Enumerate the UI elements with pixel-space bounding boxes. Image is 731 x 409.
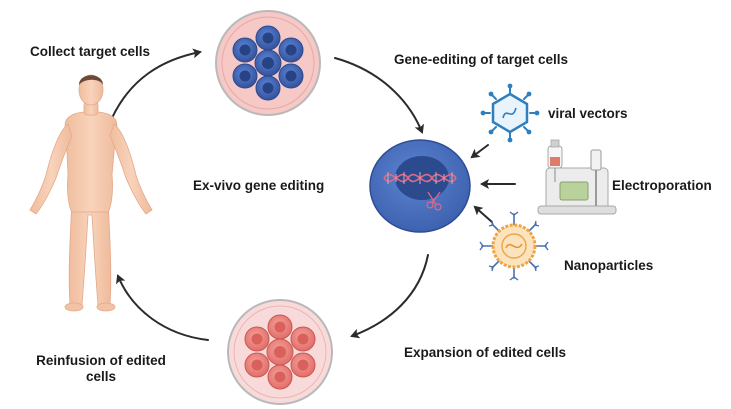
electroporation-device-icon — [537, 139, 617, 215]
arrow-virus-to-cell — [470, 144, 489, 159]
label-ex-vivo: Ex-vivo gene editing — [193, 178, 325, 193]
hair-icon — [79, 75, 103, 85]
label-expansion: Expansion of edited cells — [404, 345, 567, 360]
label-electroporation: Electroporation — [612, 178, 712, 193]
cell-with-dna-icon — [369, 139, 471, 233]
scissors-icon — [426, 191, 442, 211]
label-nanoparticles: Nanoparticles — [564, 258, 654, 273]
cycle-arrows — [111, 48, 516, 341]
label-viral-vectors: viral vectors — [548, 106, 628, 121]
label-gene-editing: Gene-editing of target cells — [394, 52, 569, 67]
arrow-nanoparticle-to-cell — [473, 205, 493, 223]
nanoparticle-icon — [479, 211, 549, 281]
arrow-collect-to-dish — [111, 48, 202, 119]
arrow-dish-to-editing — [334, 57, 424, 134]
virus-icon — [480, 83, 540, 143]
arrow-expansion-to-body — [116, 274, 209, 341]
arrow-editing-to-expansion — [350, 254, 429, 339]
label-collect-target-cells: Collect target cells — [30, 44, 151, 59]
human-body-icon — [29, 74, 153, 306]
edited-cell-dish-icon — [227, 299, 333, 405]
target-cell-dish-icon — [215, 10, 321, 116]
label-reinfusion: Reinfusion of edited cells — [36, 353, 166, 384]
feet-icon — [64, 302, 116, 312]
